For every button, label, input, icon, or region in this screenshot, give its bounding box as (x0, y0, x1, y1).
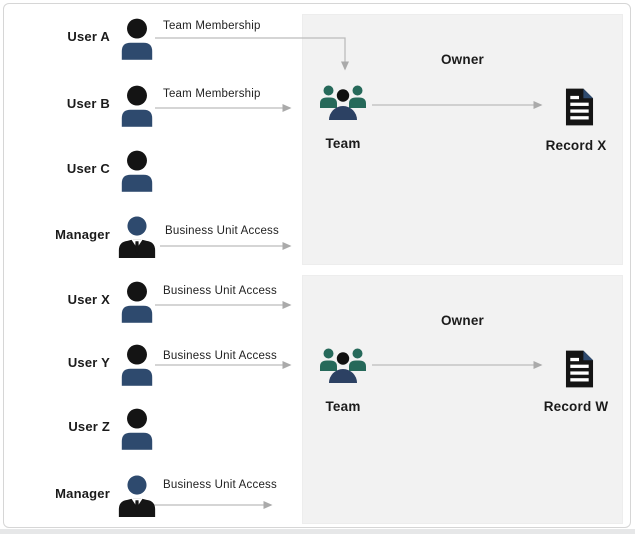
team-owner-group-1-panel (302, 14, 623, 265)
record-w-label: Record W (543, 399, 609, 414)
team-icon (319, 345, 367, 385)
user-icon (117, 84, 157, 128)
actor-row-user-a: User A (6, 17, 158, 61)
manager-icon (117, 474, 157, 518)
relationship-label-team-membership-2: Team Membership (163, 88, 261, 100)
actor-row-manager-2: Manager (6, 474, 158, 518)
actor-name: User B (66, 95, 110, 111)
team-icon (319, 82, 367, 122)
relationship-label-team-membership-1: Team Membership (163, 20, 261, 32)
relationship-label-business-unit-access-2: Business Unit Access (163, 285, 277, 297)
team-owner-group-2-panel (302, 275, 623, 524)
relationship-label-business-unit-access-3: Business Unit Access (163, 350, 277, 362)
actor-row-user-y: User Y (6, 343, 158, 387)
actor-name: Manager (55, 485, 110, 501)
actor-name: User C (66, 160, 110, 176)
actor-name: User X (67, 291, 110, 307)
owner-label-group-1: Owner (440, 52, 484, 67)
record-x-label: Record X (545, 138, 607, 153)
team-label-group-1: Team (325, 136, 361, 151)
actor-row-manager-1: Manager (6, 215, 158, 259)
actor-name: User Z (68, 418, 110, 434)
actor-row-user-b: User B (6, 84, 158, 128)
actor-row-user-z: User Z (6, 407, 158, 451)
manager-icon (117, 215, 157, 259)
record-icon (565, 349, 594, 389)
user-icon (117, 280, 157, 324)
actor-name: User Y (67, 354, 110, 370)
user-icon (117, 343, 157, 387)
actor-row-user-x: User X (6, 280, 158, 324)
relationship-label-business-unit-access-4: Business Unit Access (163, 479, 277, 491)
user-icon (117, 149, 157, 193)
actor-name: Manager (55, 226, 110, 242)
actor-row-user-c: User C (6, 149, 158, 193)
record-icon (565, 87, 594, 127)
bottom-shadow-strip (0, 529, 635, 534)
actor-name: User A (67, 28, 110, 44)
user-icon (117, 17, 157, 61)
relationship-label-business-unit-access-1: Business Unit Access (165, 225, 279, 237)
team-label-group-2: Team (325, 399, 361, 414)
user-icon (117, 407, 157, 451)
owner-label-group-2: Owner (440, 313, 484, 328)
